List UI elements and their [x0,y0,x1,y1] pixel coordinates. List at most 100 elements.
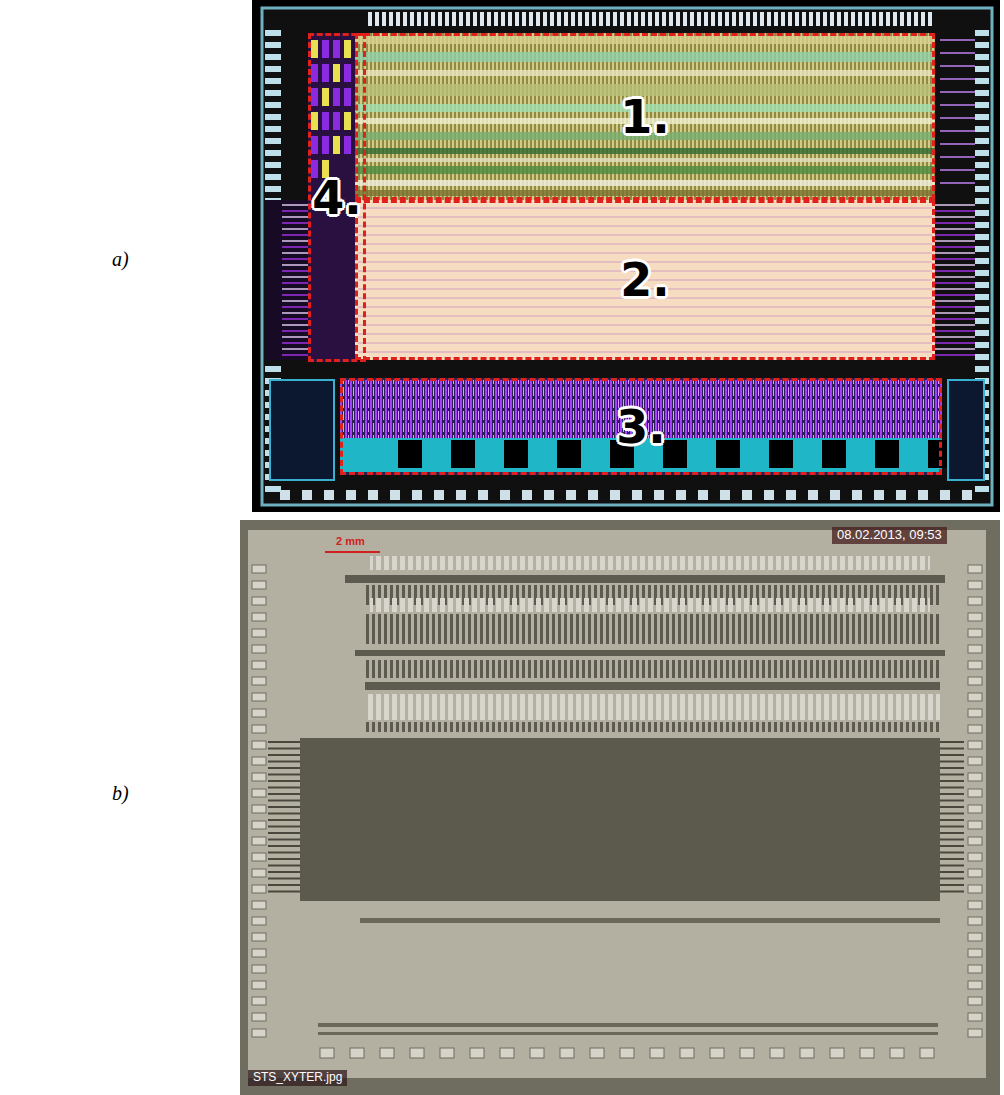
analog-bands [355,36,935,196]
fanout-wire [940,182,975,184]
bond-pad [265,366,281,372]
bond-pad [390,490,400,500]
photo-comb [365,660,940,678]
photo-pad [252,789,266,797]
bond-pad [725,12,729,26]
bond-pad [478,490,488,500]
analog-band [355,52,935,62]
analog-band [355,148,935,154]
photo-pad [252,613,266,621]
bias-cell [311,64,318,82]
fanout-wire [940,78,975,80]
bond-pad [265,150,281,156]
layout-background [252,0,1000,512]
bias-cell [344,64,351,82]
routing-line [358,235,932,236]
analog-band [355,190,935,196]
fanout-wire [935,306,975,308]
fanout-wire [935,204,975,206]
bias-cell [311,88,318,106]
bond-pad [566,490,576,500]
bond-pad [459,12,463,26]
photo-pad [968,645,982,653]
photo-wire [268,800,300,802]
bond-pad [544,490,554,500]
chip-frame [262,8,992,505]
photo-wire [940,748,964,750]
memory-block [875,440,899,468]
photo-wire [940,891,964,893]
photo-pad [968,837,982,845]
photo-pad [968,725,982,733]
photo-pad [710,1048,724,1058]
photo-pad [252,773,266,781]
routing-line [358,208,932,209]
fanout-wire [935,342,975,344]
bond-pad [508,12,512,26]
photo-wire [940,806,964,808]
bias-cell [333,88,340,106]
fanout-wire [935,258,975,260]
bond-pad [585,12,589,26]
photo-pad [680,1048,694,1058]
fanout-wire [935,288,975,290]
bond-pad [874,490,884,500]
photo-bus [318,1032,938,1035]
routing-line [358,253,932,254]
photo-wire [940,871,964,873]
photo-pad [968,805,982,813]
fanout-wire [935,216,975,218]
bond-pad [265,126,281,132]
bias-cell [333,40,340,58]
bond-pad [368,12,372,26]
routing-line [358,244,932,245]
photo-pad [968,757,982,765]
photo-pad [968,597,982,605]
bond-pad [975,66,989,72]
photo-wire [940,793,964,795]
routing-area [355,200,935,360]
bond-pad [571,12,575,26]
photo-pad [968,677,982,685]
bond-pad [975,210,989,216]
photo-pad [380,1048,394,1058]
photo-wire [268,761,300,763]
bond-pad [802,12,806,26]
bond-pad [557,12,561,26]
photo-wire [268,741,300,743]
photo-pad [968,629,982,637]
photo-pad [252,965,266,973]
bond-pad [500,490,510,500]
bond-pad [550,12,554,26]
photo-pad [968,1029,982,1037]
fanout-wire [940,117,975,119]
bond-pad [654,490,664,500]
bond-pad [280,490,290,500]
photo-pad [860,1048,874,1058]
photo-pad [968,565,982,573]
photo-wire [940,878,964,880]
photo-pad [252,997,266,1005]
photo-wire [268,826,300,828]
fanout-wire [935,234,975,236]
photo-pad [252,821,266,829]
photo-pad [968,661,982,669]
bias-detail [311,40,351,178]
bond-pad [265,162,281,168]
memory-block [451,440,475,468]
bond-pad [851,12,855,26]
bond-pad [302,490,312,500]
photo-bus [318,1023,938,1027]
photo-wire [268,813,300,815]
photo-pad [968,949,982,957]
bond-pad [808,490,818,500]
photo-wire [268,858,300,860]
bond-pad [434,490,444,500]
bond-pad [975,366,989,372]
bond-pad [265,42,281,48]
bond-pad [648,12,652,26]
routing-line [358,316,932,317]
photo-comb [365,722,940,732]
photo-wire [268,774,300,776]
